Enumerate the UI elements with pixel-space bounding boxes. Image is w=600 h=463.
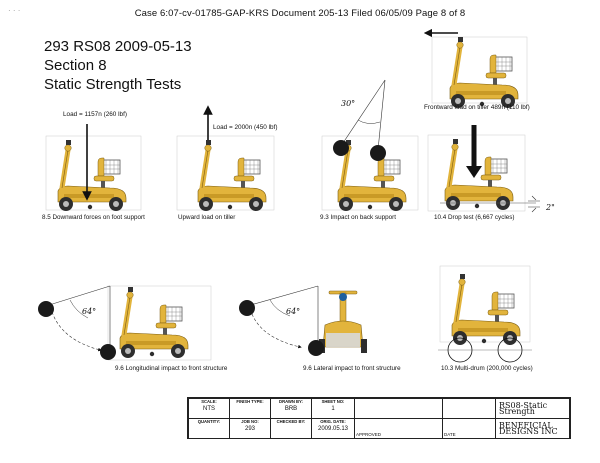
checked-by-cell: CHECKED BY: (270, 418, 312, 439)
panel-frontward-load (423, 28, 528, 108)
panel-9-6-lateral (239, 285, 368, 356)
caption-upward-load: Upward load on tiller (178, 214, 236, 221)
scale-cell: SCALE: NTS (188, 398, 230, 419)
caption-9-6-longitudinal: 9.6 Longitudinal impact to front structu… (115, 365, 228, 372)
company-name: BENEFICIAL DESIGNS INC (495, 418, 570, 439)
drawing-title: RS08-Static Strength (495, 398, 570, 419)
title-line-2: Section 8 (44, 57, 107, 74)
panel-10-4 (427, 125, 540, 212)
caption-9-6-lateral: 9.6 Lateral impact to front structure (303, 365, 401, 372)
blank-cell (442, 398, 496, 419)
impact-pendulum-ball (370, 145, 386, 161)
caption-10-3: 10.3 Multi-drum (200,000 cycles) (441, 365, 533, 372)
caption-9-3: 9.3 Impact on back support (320, 214, 396, 221)
blank-cell (354, 398, 443, 419)
drawn-by-cell: DRAWN BY: BRB (270, 398, 312, 419)
angle-64-label-a: 64° (82, 307, 97, 316)
job-no-cell: JOB NO: 293 (229, 418, 271, 439)
drop-height-label: 2" (546, 203, 555, 212)
scan-marks: · · · (8, 6, 21, 15)
panel-9-6-longitudinal (38, 286, 212, 360)
approved-cell: APPROVED (354, 418, 443, 439)
court-filing-header: Case 6:07-cv-01785-GAP-KRS Document 205-… (134, 8, 466, 19)
panel-8-5 (45, 124, 142, 211)
panel-10-3 (438, 265, 532, 363)
panel-upward-load (176, 105, 275, 211)
drawing-title-block: 293 RS08 2009-05-13 Section 8 Static Str… (44, 37, 192, 94)
impact-pendulum-ball (333, 140, 349, 156)
angle-64-label-b: 64° (286, 307, 301, 316)
panel-9-3 (321, 79, 419, 211)
drawing-title-block-table: SCALE: NTS FINISH TYPE: DRAWN BY: BRB SH… (187, 397, 571, 439)
note-load-tiller: Load = 2000n (450 lbf) (213, 124, 278, 131)
finish-type-cell: FINISH TYPE: (229, 398, 271, 419)
caption-10-4: 10.4 Drop test (6,667 cycles) (434, 214, 515, 221)
quantity-cell: QUANTITY: (188, 418, 230, 439)
angle-30-label: 30° (341, 99, 356, 108)
note-load-foot: Load = 1157n (260 lbf) (63, 111, 128, 118)
caption-8-5: 8.5 Downward forces on foot support (42, 214, 145, 221)
title-line-1: 293 RS08 2009-05-13 (44, 38, 192, 55)
note-frontward-load: Frontward load on tiller 489n (110 lbf) (424, 104, 530, 111)
title-line-3: Static Strength Tests (44, 76, 182, 93)
approval-date-cell: DATE (442, 418, 496, 439)
sheet-no-cell: SHEET NO: 1 (311, 398, 355, 419)
orig-date-cell: ORIG. DATE: 2009.05.13 (311, 418, 355, 439)
